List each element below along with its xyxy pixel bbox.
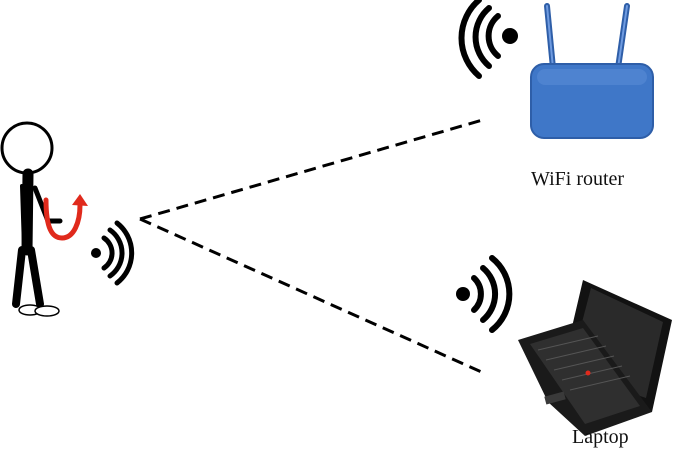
signal-paths [139,117,487,376]
router-icon [530,3,654,139]
laptop-label: Laptop [572,426,629,448]
wifi-signal-icon [91,220,135,286]
person-icon [0,121,63,317]
path-to-laptop [139,217,487,376]
wifi-signal-icon [456,255,513,333]
gesture-arrow-icon [43,194,88,241]
wifi-signal-icon [458,0,518,79]
path-to-router [139,117,487,221]
router-label: WiFi router [531,168,625,190]
laptop-icon [518,280,672,436]
